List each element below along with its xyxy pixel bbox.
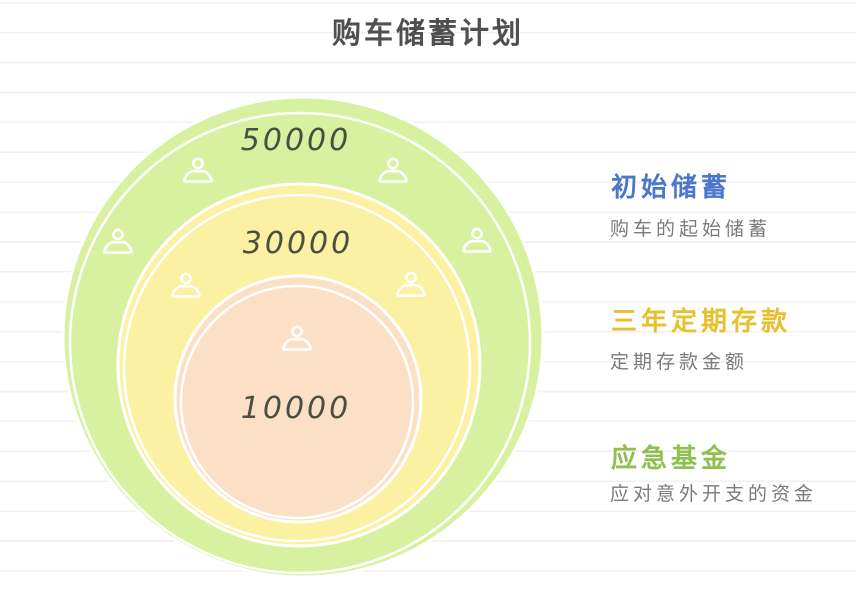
ring-fixed-deposit-sketch-stroke [122, 193, 472, 543]
legend-item-emergency-fund-title: 应急基金 [611, 444, 732, 474]
legend-item-emergency-fund-description: 应对意外开支的资金 [610, 483, 818, 505]
ring-emergency-fund-sketch-stroke [179, 284, 415, 520]
ring-value-label-middle: 30000 [242, 226, 354, 261]
ring-value-label-inner: 10000 [240, 391, 352, 426]
legend-item-initial-savings-title: 初始储蓄 [611, 173, 732, 203]
ring-emergency-fund-circle [173, 274, 423, 524]
chart-title: 购车储蓄计划 [331, 16, 524, 50]
legend-item-initial-savings-description: 购车的起始储蓄 [610, 218, 772, 240]
ring-initial-savings-sketch-stroke [68, 111, 532, 575]
legend-item-fixed-deposit-title: 三年定期存款 [611, 307, 792, 337]
ring-value-label-outer: 50000 [240, 123, 352, 158]
legend-item-fixed-deposit-description: 定期存款金额 [610, 351, 749, 373]
